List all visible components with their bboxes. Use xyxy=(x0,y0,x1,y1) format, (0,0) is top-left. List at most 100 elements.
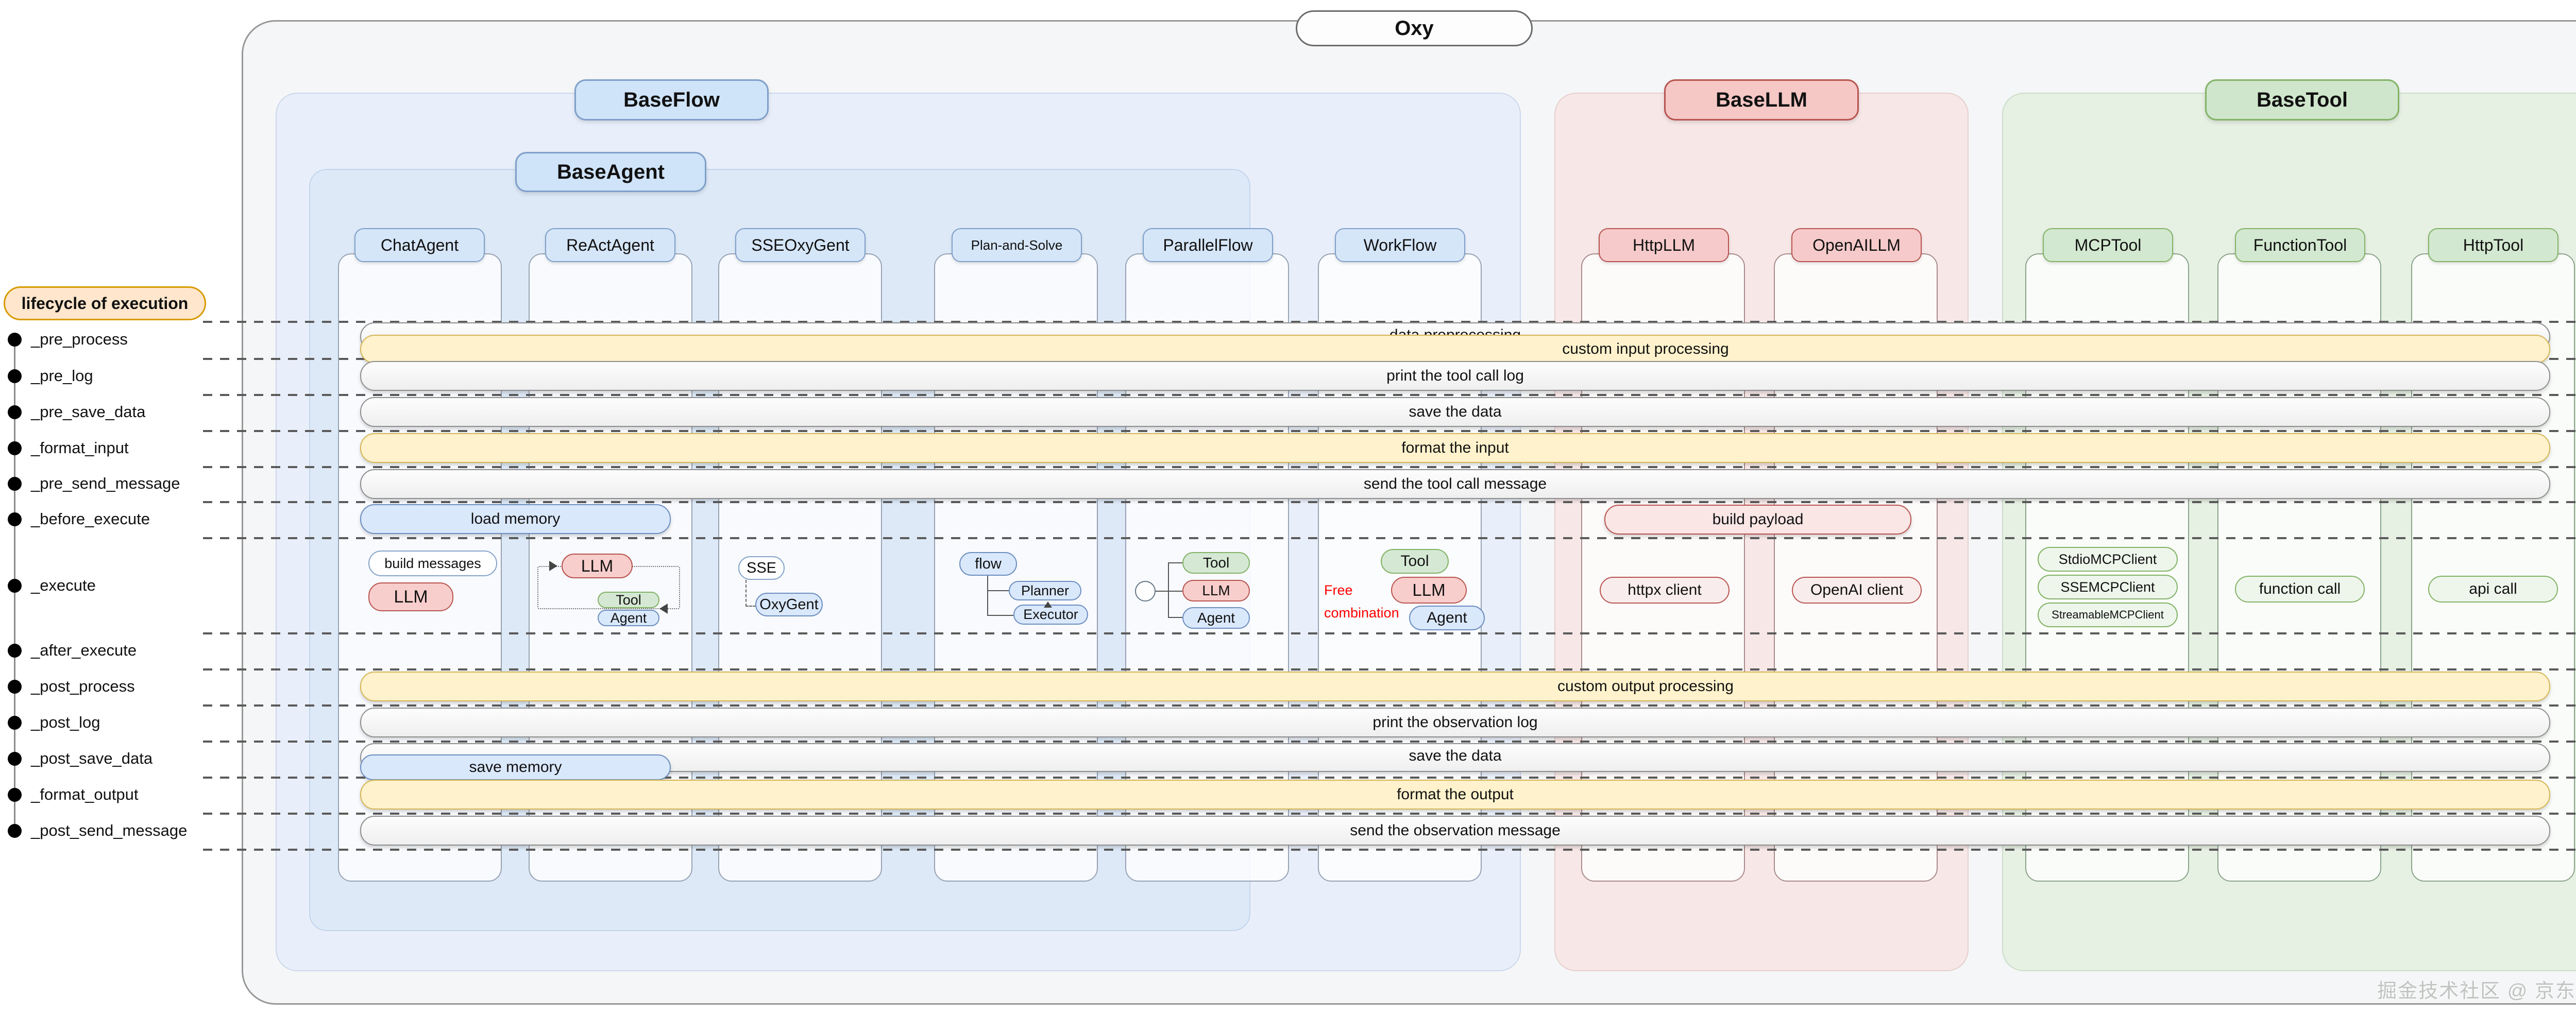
band-custom-input-processing: custom input processing xyxy=(360,335,2550,364)
connector xyxy=(1168,617,1182,618)
planandsolve-flow: flow xyxy=(959,552,1017,576)
lifecycle-line xyxy=(203,430,2576,432)
column-header-planandsolve: Plan-and-Solve xyxy=(952,228,1082,262)
arrow-right-icon xyxy=(549,561,557,571)
lifecycle-dot-icon xyxy=(8,405,22,419)
watermark: 掘金技术社区 @ 京东零售技术 xyxy=(2377,980,2576,1015)
band-format-the-output: format the output xyxy=(360,780,2550,810)
lifecycle-dot-icon xyxy=(8,680,22,694)
baseagent-header: BaseAgent xyxy=(515,152,706,192)
lifecycle-item: _pre_send_message xyxy=(31,474,180,492)
planandsolve-executor: Executor xyxy=(1013,605,1088,625)
band-custom-output-processing: custom output processing xyxy=(360,672,2550,701)
lifecycle-line xyxy=(203,813,2576,815)
lifecycle-line xyxy=(203,632,2576,634)
workflow-tool: Tool xyxy=(1381,549,1449,574)
reactagent-agent: Agent xyxy=(598,610,659,626)
lifecycle-line xyxy=(203,849,2576,851)
lifecycle-line xyxy=(203,777,2576,779)
column-header-chatagent: ChatAgent xyxy=(354,228,485,262)
lifecycle-line xyxy=(203,466,2576,468)
lifecycle-line xyxy=(203,668,2576,670)
band-save-the-data-post: save the data xyxy=(360,743,2550,772)
lifecycle-title: lifecycle of execution xyxy=(4,286,206,320)
arrow-up-icon xyxy=(1044,601,1052,608)
reactagent-llm: LLM xyxy=(562,554,633,578)
lifecycle-item: _before_execute xyxy=(31,510,150,528)
arrow-left-icon xyxy=(659,604,668,614)
note-line: Free xyxy=(1324,582,1353,598)
lifecycle-item: _after_execute xyxy=(31,641,137,659)
lifecycle-item: _post_process xyxy=(31,677,135,695)
band-label: custom input processing xyxy=(1562,340,1729,357)
workflow-free-combination-note: Free combination xyxy=(1324,579,1406,624)
lifecycle-line xyxy=(203,501,2576,503)
lifecycle-line xyxy=(203,741,2576,743)
lifecycle-dot-icon xyxy=(8,512,22,526)
connector xyxy=(745,606,756,607)
lifecycle-dot-icon xyxy=(8,644,22,658)
lifecycle-dot-icon xyxy=(8,369,22,383)
lifecycle-item: _pre_save_data xyxy=(31,403,146,421)
column-header-httpllm: HttpLLM xyxy=(1599,228,1729,262)
parallelflow-agent: Agent xyxy=(1182,607,1250,629)
band-label: custom output processing xyxy=(1557,678,1734,695)
basetool-header: BaseTool xyxy=(2205,79,2399,121)
band-format-the-input: format the input xyxy=(360,433,2550,463)
lifecycle-dot-icon xyxy=(8,788,22,802)
lifecycle-line xyxy=(203,394,2576,396)
mcptool-streamablemcpclient: StreamableMCPClient xyxy=(2038,603,2178,627)
lifecycle-item: _post_send_message xyxy=(31,821,188,839)
lifecycle-line xyxy=(203,704,2576,707)
lifecycle-item: _format_input xyxy=(31,439,129,457)
column-header-openaillm: OpenAILLM xyxy=(1791,228,1922,262)
lifecycle-item: _pre_log xyxy=(31,367,93,385)
band-label: save the data xyxy=(1409,747,1502,764)
band-send-tool-call-message: send the tool call message xyxy=(360,469,2550,499)
note-line: combination xyxy=(1324,605,1399,621)
workflow-llm: LLM xyxy=(1391,577,1467,604)
band-print-observation-log: print the observation log xyxy=(360,708,2550,737)
lifecycle-item: _post_save_data xyxy=(31,749,153,767)
httpllm-httpx-client: httpx client xyxy=(1600,577,1730,604)
chatagent-llm: LLM xyxy=(368,582,453,611)
basellm-header: BaseLLM xyxy=(1664,79,1859,121)
openaillm-openai-client: OpenAI client xyxy=(1792,577,1922,604)
lifecycle-item: _pre_process xyxy=(31,330,128,348)
connector xyxy=(987,590,1009,591)
lifecycle-line xyxy=(203,321,2576,323)
band-send-observation-message: send the observation message xyxy=(360,816,2550,846)
column-header-workflow: WorkFlow xyxy=(1335,228,1465,262)
baseflow-header: BaseFlow xyxy=(574,79,769,121)
column-header-httptool: HttpTool xyxy=(2428,228,2558,262)
column-header-reactagent: ReActAgent xyxy=(545,228,675,262)
lifecycle-dot-icon xyxy=(8,333,22,347)
parallelflow-tool: Tool xyxy=(1182,552,1250,574)
planandsolve-planner: Planner xyxy=(1009,581,1081,600)
parallelflow-llm: LLM xyxy=(1182,580,1250,601)
band-load-memory: load memory xyxy=(360,504,671,534)
column-header-functiontool: FunctionTool xyxy=(2235,228,2365,262)
lifecycle-dot-icon xyxy=(8,716,22,730)
reactagent-tool: Tool xyxy=(598,592,659,608)
column-header-sseoxygent: SSEOxyGent xyxy=(735,228,866,262)
connector xyxy=(1168,562,1169,618)
band-print-tool-call-log: print the tool call log xyxy=(360,361,2550,391)
mcptool-stdiomcpclient: StdioMCPClient xyxy=(2038,547,2178,572)
connector xyxy=(745,580,747,607)
band-save-the-data-pre: save the data xyxy=(360,397,2550,427)
lifecycle-item: _post_log xyxy=(31,713,100,731)
lifecycle-item: _format_output xyxy=(31,785,139,803)
band-build-payload: build payload xyxy=(1604,505,1911,535)
functiontool-function-call: function call xyxy=(2235,576,2365,603)
connector xyxy=(987,576,988,616)
lifecycle-item: _execute xyxy=(31,576,96,594)
lifecycle-dot-icon xyxy=(8,477,22,491)
sseoxygent-oxygent: OxyGent xyxy=(755,593,823,616)
chatagent-build-messages: build messages xyxy=(368,550,497,576)
lifecycle-dot-icon xyxy=(8,579,22,593)
lifecycle-line xyxy=(203,537,2576,539)
column-header-parallelflow: ParallelFlow xyxy=(1143,228,1273,262)
oxy-title: Oxy xyxy=(1296,10,1533,46)
sseoxygent-sse: SSE xyxy=(738,556,785,580)
